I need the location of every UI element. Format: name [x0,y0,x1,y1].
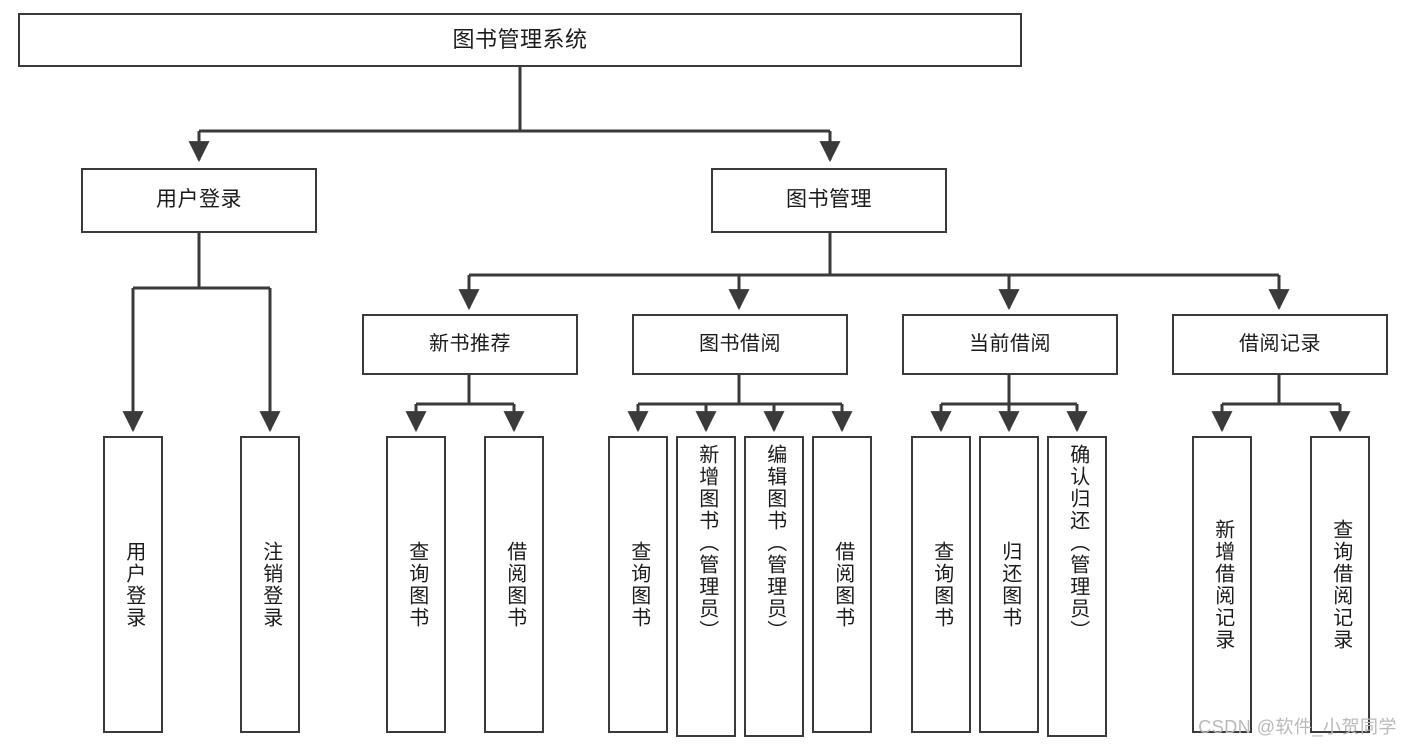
leaf-user-login-signout[interactable]: 注销登录 [240,436,300,733]
node-book-borrow[interactable]: 图书借阅 [632,314,848,375]
csdn-watermark: CSDN @软件_小贺同学 [1198,717,1397,737]
leaf-user-login-signin[interactable]: 用户登录 [103,436,163,733]
node-new-book-recommend[interactable]: 新书推荐 [362,314,578,375]
node-book-management[interactable]: 图书管理 [711,168,947,233]
node-label: 注销登录 [259,540,282,629]
leaf-book-borrow-borrow-book[interactable]: 借阅图书 [812,436,872,733]
node-label: 编辑图书（管理员） [763,444,786,642]
node-label: 借阅图书 [503,540,526,629]
leaf-book-borrow-query-book[interactable]: 查询图书 [608,436,668,733]
node-user-login[interactable]: 用户登录 [81,168,317,233]
leaf-book-borrow-edit-book-admin[interactable]: 编辑图书（管理员） [744,436,804,737]
node-label: 用户登录 [156,188,242,212]
node-label: 新书推荐 [429,333,511,355]
node-label: 确认归还（管理员） [1066,444,1089,642]
node-label: 查询图书 [930,540,953,629]
leaf-borrow-record-add-record[interactable]: 新增借阅记录 [1192,436,1252,733]
leaf-current-borrow-return-book[interactable]: 归还图书 [979,436,1039,733]
leaf-new-book-borrow-book[interactable]: 借阅图书 [484,436,544,733]
node-label: 图书借阅 [699,333,781,355]
node-label: 当前借阅 [969,333,1051,355]
node-label: 用户登录 [122,540,145,629]
node-label: 借阅记录 [1239,333,1321,355]
leaf-new-book-query-book[interactable]: 查询图书 [386,436,446,733]
node-label: 新增图书（管理员） [695,444,718,642]
node-borrow-record[interactable]: 借阅记录 [1172,314,1388,375]
node-label: 新增借阅记录 [1211,518,1234,651]
node-label: 图书管理 [786,188,872,212]
node-label: 查询图书 [405,540,428,629]
node-label: 查询图书 [627,540,650,629]
leaf-book-borrow-add-book-admin[interactable]: 新增图书（管理员） [676,436,736,737]
node-label: 归还图书 [998,540,1021,629]
node-current-borrow[interactable]: 当前借阅 [902,314,1118,375]
leaf-current-borrow-confirm-return-admin[interactable]: 确认归还（管理员） [1047,436,1107,737]
node-root-book-management-system[interactable]: 图书管理系统 [18,13,1022,67]
node-label: 借阅图书 [831,540,854,629]
leaf-current-borrow-query-book[interactable]: 查询图书 [911,436,971,733]
node-label: 图书管理系统 [452,27,588,53]
node-label: 查询借阅记录 [1329,518,1352,651]
leaf-borrow-record-query-record[interactable]: 查询借阅记录 [1310,436,1370,733]
